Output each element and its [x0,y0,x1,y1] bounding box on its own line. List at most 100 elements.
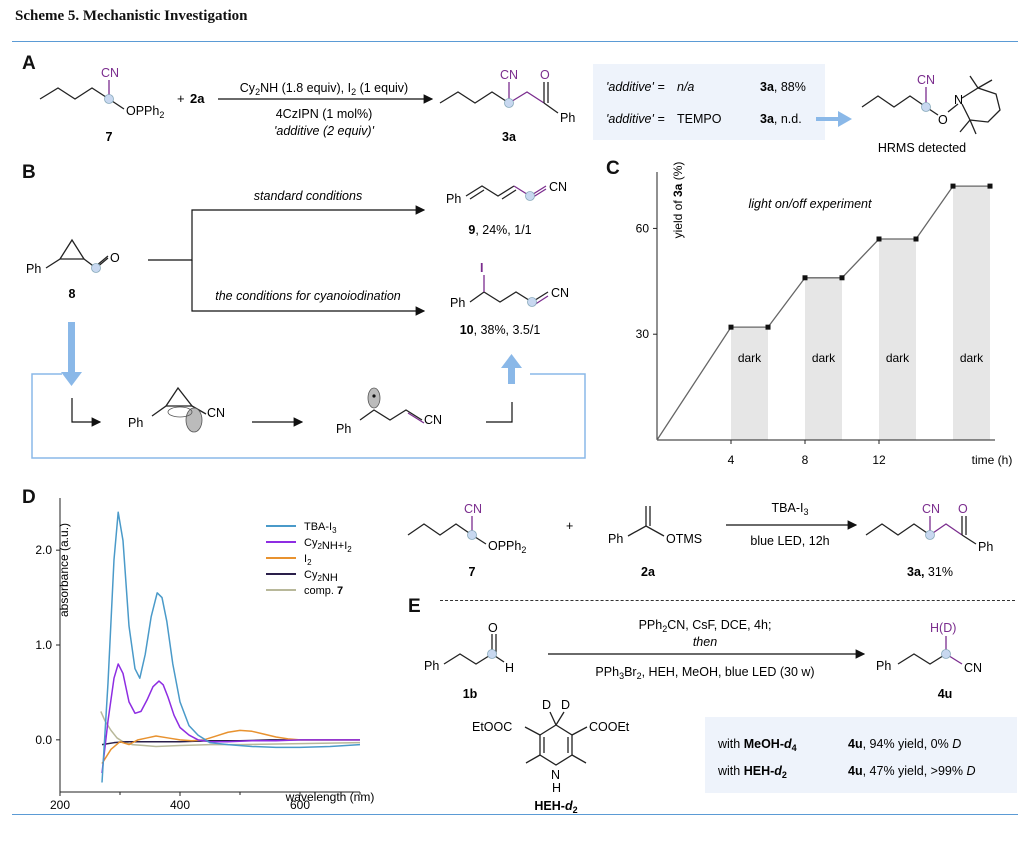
product-3a-ph: Ph [560,111,575,125]
dark-label-3: dark [886,351,910,365]
radical-marker-icon [487,649,497,659]
chart-d-ytick-label: 1.0 [35,638,52,652]
product-4u-cn: CN [964,661,982,675]
product-3a-cn: CN [500,68,518,82]
bottom-rule [12,814,1018,815]
compound-1b-structure [443,634,505,665]
legend-label-cy2nh-i2: Cy2NH+I2 [304,537,352,554]
product-9-label: 9, 24%, 1/1 [468,223,531,237]
chart-d-xtick-label: 600 [290,798,310,812]
chart-d-xtick-label: 200 [50,798,70,812]
radical-marker-icon [527,297,537,307]
enol-label: 2a [641,565,656,579]
chart-c-xtick-label: 4 [728,453,735,467]
yield-point [802,275,808,281]
panel-label-c: C [606,158,620,179]
product-3a-structure [439,82,559,114]
heh-n: N [551,768,560,782]
dark-label-1: dark [738,351,762,365]
dark-period-3 [879,239,916,440]
orbital-icon [167,406,193,418]
chart-c-ytick-label: 60 [636,221,650,235]
series-cy2nh-i2 [101,663,360,774]
chart-d-xlabel: wavelength (nm) [285,790,375,804]
mechanism-box [31,373,586,459]
yield-point [765,324,771,330]
deuterium-row-1-result: 4u, 94% yield, 0% D [848,737,961,751]
e-condition-2: then [693,635,717,649]
d-product-label: 3a, 31% [907,565,953,579]
tempo-o: O [938,113,948,127]
additive-row-1-result: 3a, 88% [760,80,806,94]
arrow-standard [148,205,426,261]
deuterium-row-2-result: 4u, 47% yield, >99% D [848,764,976,778]
panel-e-separator [440,600,1015,601]
dark-label-4: dark [960,351,984,365]
enol-ph: Ph [608,532,623,546]
additive-row-2-val: TEMPO [677,112,722,126]
compound-1b-o: O [488,621,498,635]
chart-c-ylabel: yield of 3a (%) [671,162,685,239]
tempo-n: N [954,93,963,107]
compound-7-o: OPPh2 [126,104,164,120]
mechanism-arrow-in [71,398,102,427]
d-compound-7-structure [407,516,487,545]
panel-label-a: A [22,53,36,74]
compound-1b-ph: Ph [424,659,439,673]
tempo-cn: CN [917,73,935,87]
enol-ether-structure [627,506,665,537]
panel-e-scheme: Ph O H 1b PPh2CN, CsF, DCE, 4h; then PPh… [424,618,1017,815]
radical-marker-icon [104,94,114,104]
additive-box [593,64,825,140]
compound-7-label: 7 [106,130,113,144]
product-3a-label: 3a [502,130,517,144]
e-condition-1: PPh2CN, CsF, DCE, 4h; [639,618,772,634]
product-9-ph: Ph [446,192,461,206]
legend-label-tba-i3: TBA-I3 [304,521,337,535]
panel-b-scheme: Ph O 8 standard conditions the condition… [26,180,586,459]
hrms-label: HRMS detected [878,141,966,155]
product-4u-ph: Ph [876,659,891,673]
legend-label-i2: I2 [304,553,312,567]
radical-marker-icon [504,98,514,108]
panel-a-scheme: CN OPPh2 7 + 2a Cy2NH (1.8 equiv), I2 (1… [39,64,1001,155]
intermediate-2-cn: CN [424,413,442,427]
blue-up-arrow-icon [501,354,522,384]
heh-d-right: D [561,698,570,712]
radical-marker-icon [91,263,101,273]
intermediate-1-structure [151,386,207,417]
condition-a-1: Cy2NH (1.8 equiv), I2 (1 equiv) [240,81,408,97]
condition-a-2: 4CzIPN (1 mol%) [276,107,373,121]
d-compound-7-cn: CN [464,502,482,516]
chart-d-ytick-label: 2.0 [35,543,52,557]
chart-c-xtick-label: 12 [872,453,886,467]
reagent-2a: 2a [190,91,205,106]
heh-label: HEH-d2 [534,799,577,815]
compound-7-structure [39,80,125,110]
d-product-ph: Ph [978,540,993,554]
chart-d-xtick-label: 400 [170,798,190,812]
d-product-3a-structure [865,516,977,545]
compound-7-cn: CN [101,66,119,80]
dark-periods: dark dark dark dark [731,186,990,440]
orbital-icon [367,387,381,409]
panel-label-e: E [408,596,421,617]
heh-h: H [552,781,561,795]
product-9-cn: CN [549,180,567,194]
yield-point [839,275,845,281]
yield-point [913,236,919,242]
blue-arrow-icon [816,111,852,127]
product-3a-o: O [540,68,550,82]
dark-period-4 [953,186,990,440]
dark-label-2: dark [812,351,836,365]
e-condition-3: PPh3Br2, HEH, MeOH, blue LED (30 w) [595,665,814,681]
mechanism-arrow-out [486,402,513,423]
dark-period-1 [731,327,768,440]
yield-point [950,183,956,189]
product-10-ph: Ph [450,296,465,310]
chart-c-title: light on/off experiment [749,197,873,211]
compound-1b-h: H [505,661,514,675]
heh-ester-left: EtOOC [472,720,512,734]
